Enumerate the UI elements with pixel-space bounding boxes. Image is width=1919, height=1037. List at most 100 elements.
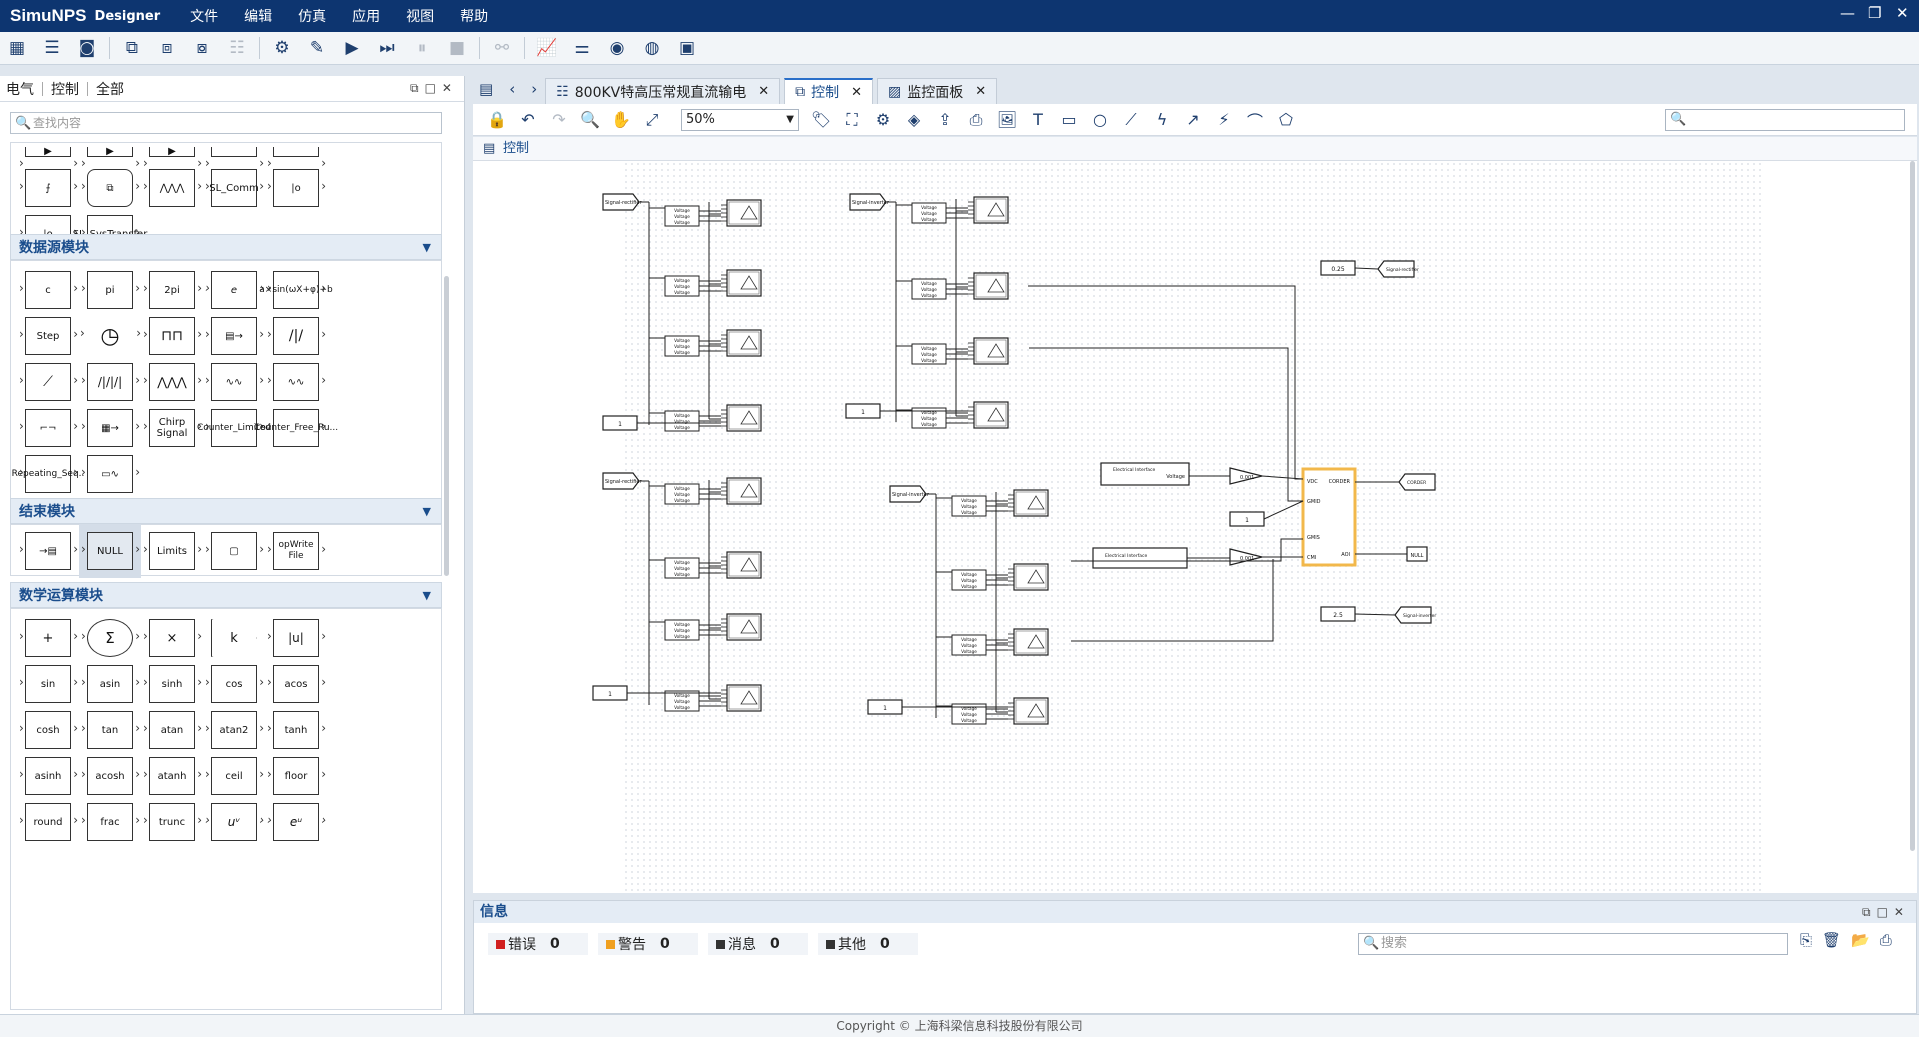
ramp-icon[interactable]: ⟋ — [19, 363, 78, 401]
menu-file[interactable]: 文件 — [190, 9, 219, 25]
block-null[interactable]: NULL — [81, 532, 140, 570]
tab-all[interactable]: 全部 — [96, 81, 124, 98]
panel-controls-icon[interactable]: ⧉□✕ — [410, 81, 458, 95]
block-pi[interactable]: pi — [81, 271, 140, 309]
panel-controls-icon[interactable]: ⧉□✕ — [1862, 905, 1910, 919]
block-repeating-seq[interactable]: Repeating_Seq.. — [12, 455, 84, 493]
line-icon[interactable]: ⟋ — [1125, 109, 1137, 129]
block-atanh[interactable]: atanh — [143, 757, 202, 795]
layers-icon[interactable]: ◈ — [907, 110, 921, 129]
polygon-icon[interactable]: ⬠ — [1279, 110, 1293, 129]
library-search-input[interactable]: 🔍查找内容 — [10, 112, 442, 134]
menu-edit[interactable]: 编辑 — [244, 9, 273, 25]
close-window-button[interactable]: ✕ — [1896, 4, 1909, 22]
block-counter-limited[interactable]: Counter_Limited — [197, 409, 271, 447]
block-exp[interactable]: eᵘ — [267, 803, 326, 841]
arrow-icon[interactable]: ↗ — [1186, 110, 1200, 129]
block-tan[interactable]: tan — [81, 711, 140, 749]
library-block[interactable] — [267, 147, 326, 169]
zoom-icon[interactable]: 🔍 — [580, 110, 600, 129]
block-tanh[interactable]: tanh — [267, 711, 326, 749]
triangle-wave-icon[interactable]: ⋀⋀⋀ — [143, 363, 202, 401]
section-header-sources[interactable]: 数据源模块▼ — [10, 234, 442, 260]
minimize-button[interactable]: — — [1840, 4, 1855, 22]
library-block[interactable]: ▶ — [19, 146, 78, 169]
tag-icon[interactable]: 🏷 — [810, 110, 832, 129]
gauge-icon[interactable]: ◍ — [644, 38, 660, 58]
block-abs[interactable]: |u| — [267, 619, 326, 657]
page-icon[interactable]: ▤ — [479, 80, 494, 98]
band-noise-icon[interactable]: ∿∿ — [267, 363, 326, 401]
sliders-icon[interactable]: ⚌ — [574, 38, 590, 58]
expand-icon[interactable]: ⛶ — [846, 109, 858, 129]
library-block[interactable]: ▶ — [143, 146, 202, 169]
sawtooth-icon[interactable]: /|/ — [267, 317, 326, 355]
section-header-math[interactable]: 数学运算模块▼ — [10, 582, 442, 608]
block-asin[interactable]: asin — [81, 665, 140, 703]
tab-monitor-panel[interactable]: ▨监控面板✕ — [877, 78, 998, 104]
close-icon[interactable]: ✕ — [851, 84, 863, 100]
block-chirp[interactable]: Chirp Signal — [143, 409, 202, 447]
block-opwrite-file[interactable]: opWrite File — [267, 532, 326, 570]
chevron-down-icon[interactable]: ▼ — [422, 241, 431, 254]
circle-icon[interactable]: ○ — [1093, 110, 1107, 129]
canvas-scrollbar[interactable] — [1910, 161, 1915, 851]
tab-hvdc-model[interactable]: ☷800KV特高压常规直流输电✕ — [545, 78, 781, 104]
align-icon[interactable]: ☷ — [229, 38, 245, 58]
scope-source-icon[interactable]: ▭∿ — [81, 455, 140, 493]
monitor-icon[interactable]: ◉ — [609, 38, 625, 58]
tab-control[interactable]: ⧉控制✕ — [784, 78, 874, 104]
delete-icon[interactable]: 🗑 — [1822, 931, 1852, 949]
bolt-icon[interactable]: ⚡ — [1218, 110, 1230, 129]
file-sink-icon[interactable]: →▤ — [19, 532, 78, 570]
calculator-icon[interactable]: ▦→ — [81, 409, 140, 447]
file-source-icon[interactable]: ▤→ — [205, 317, 264, 355]
step-icon[interactable]: ⏭ — [379, 38, 395, 58]
block-ceil[interactable]: ceil — [205, 757, 264, 795]
zigzag-icon[interactable]: ϟ — [1156, 110, 1168, 129]
panel-icon[interactable]: ▣ — [678, 38, 696, 58]
back-icon[interactable]: ‹ — [509, 80, 516, 98]
block-counter-free[interactable]: Counter_Free_Ru... — [254, 409, 338, 447]
chevron-down-icon[interactable]: ▼ — [422, 505, 431, 518]
block-cosh[interactable]: cosh — [19, 711, 78, 749]
menu-view[interactable]: 视图 — [406, 9, 435, 25]
block-sin[interactable]: sin — [19, 665, 78, 703]
forward-icon[interactable]: › — [531, 80, 538, 98]
new-model-icon[interactable]: ⧉ — [125, 38, 139, 58]
block-atan2[interactable]: atan2 — [205, 711, 264, 749]
settings-icon[interactable]: ⚙ — [875, 110, 891, 129]
block-atan[interactable]: atan — [143, 711, 202, 749]
library-block-subsystem[interactable]: ⧉ — [81, 169, 140, 207]
block-trunc[interactable]: trunc — [143, 803, 202, 841]
block-acos[interactable]: acos — [267, 665, 326, 703]
block-power[interactable]: uᵛ — [205, 803, 264, 841]
diagram-search-input[interactable]: 🔍 — [1665, 109, 1905, 131]
block-step[interactable]: Step — [19, 317, 78, 355]
block-product[interactable]: × — [143, 619, 202, 657]
library-scrollbar[interactable] — [444, 276, 449, 576]
fit-icon[interactable]: ⤢ — [645, 109, 659, 129]
block-asinh[interactable]: asinh — [19, 757, 78, 795]
display-icon[interactable]: ▢ — [205, 532, 264, 570]
block-limits[interactable]: Limits — [143, 532, 202, 570]
maximize-button[interactable]: ❐ — [1868, 4, 1882, 22]
library-block-switch[interactable]: |o — [267, 169, 326, 207]
breadcrumb-label[interactable]: 控制 — [503, 141, 530, 156]
pan-icon[interactable]: ✋ — [611, 110, 631, 129]
settings-icon[interactable]: ⚙ — [274, 38, 290, 58]
library-icon[interactable]: ◙ — [78, 38, 96, 58]
lock-icon[interactable]: 🔒 — [487, 110, 507, 129]
tab-electrical[interactable]: 电气 — [6, 81, 34, 98]
edit-icon[interactable]: ✎ — [309, 38, 325, 58]
rectangle-icon[interactable]: ▭ — [1061, 110, 1077, 129]
print-icon[interactable]: ⎙ — [969, 109, 983, 129]
block-sinh[interactable]: sinh — [143, 665, 202, 703]
undo-icon[interactable]: ↶ — [521, 110, 535, 129]
text-icon[interactable]: T — [1033, 110, 1043, 129]
block-diagram[interactable]: Signal-rectifierVoltageVoltageVoltageVol… — [473, 161, 1917, 893]
menu-simulation[interactable]: 仿真 — [298, 9, 327, 25]
redo-icon[interactable]: ↷ — [552, 110, 566, 129]
